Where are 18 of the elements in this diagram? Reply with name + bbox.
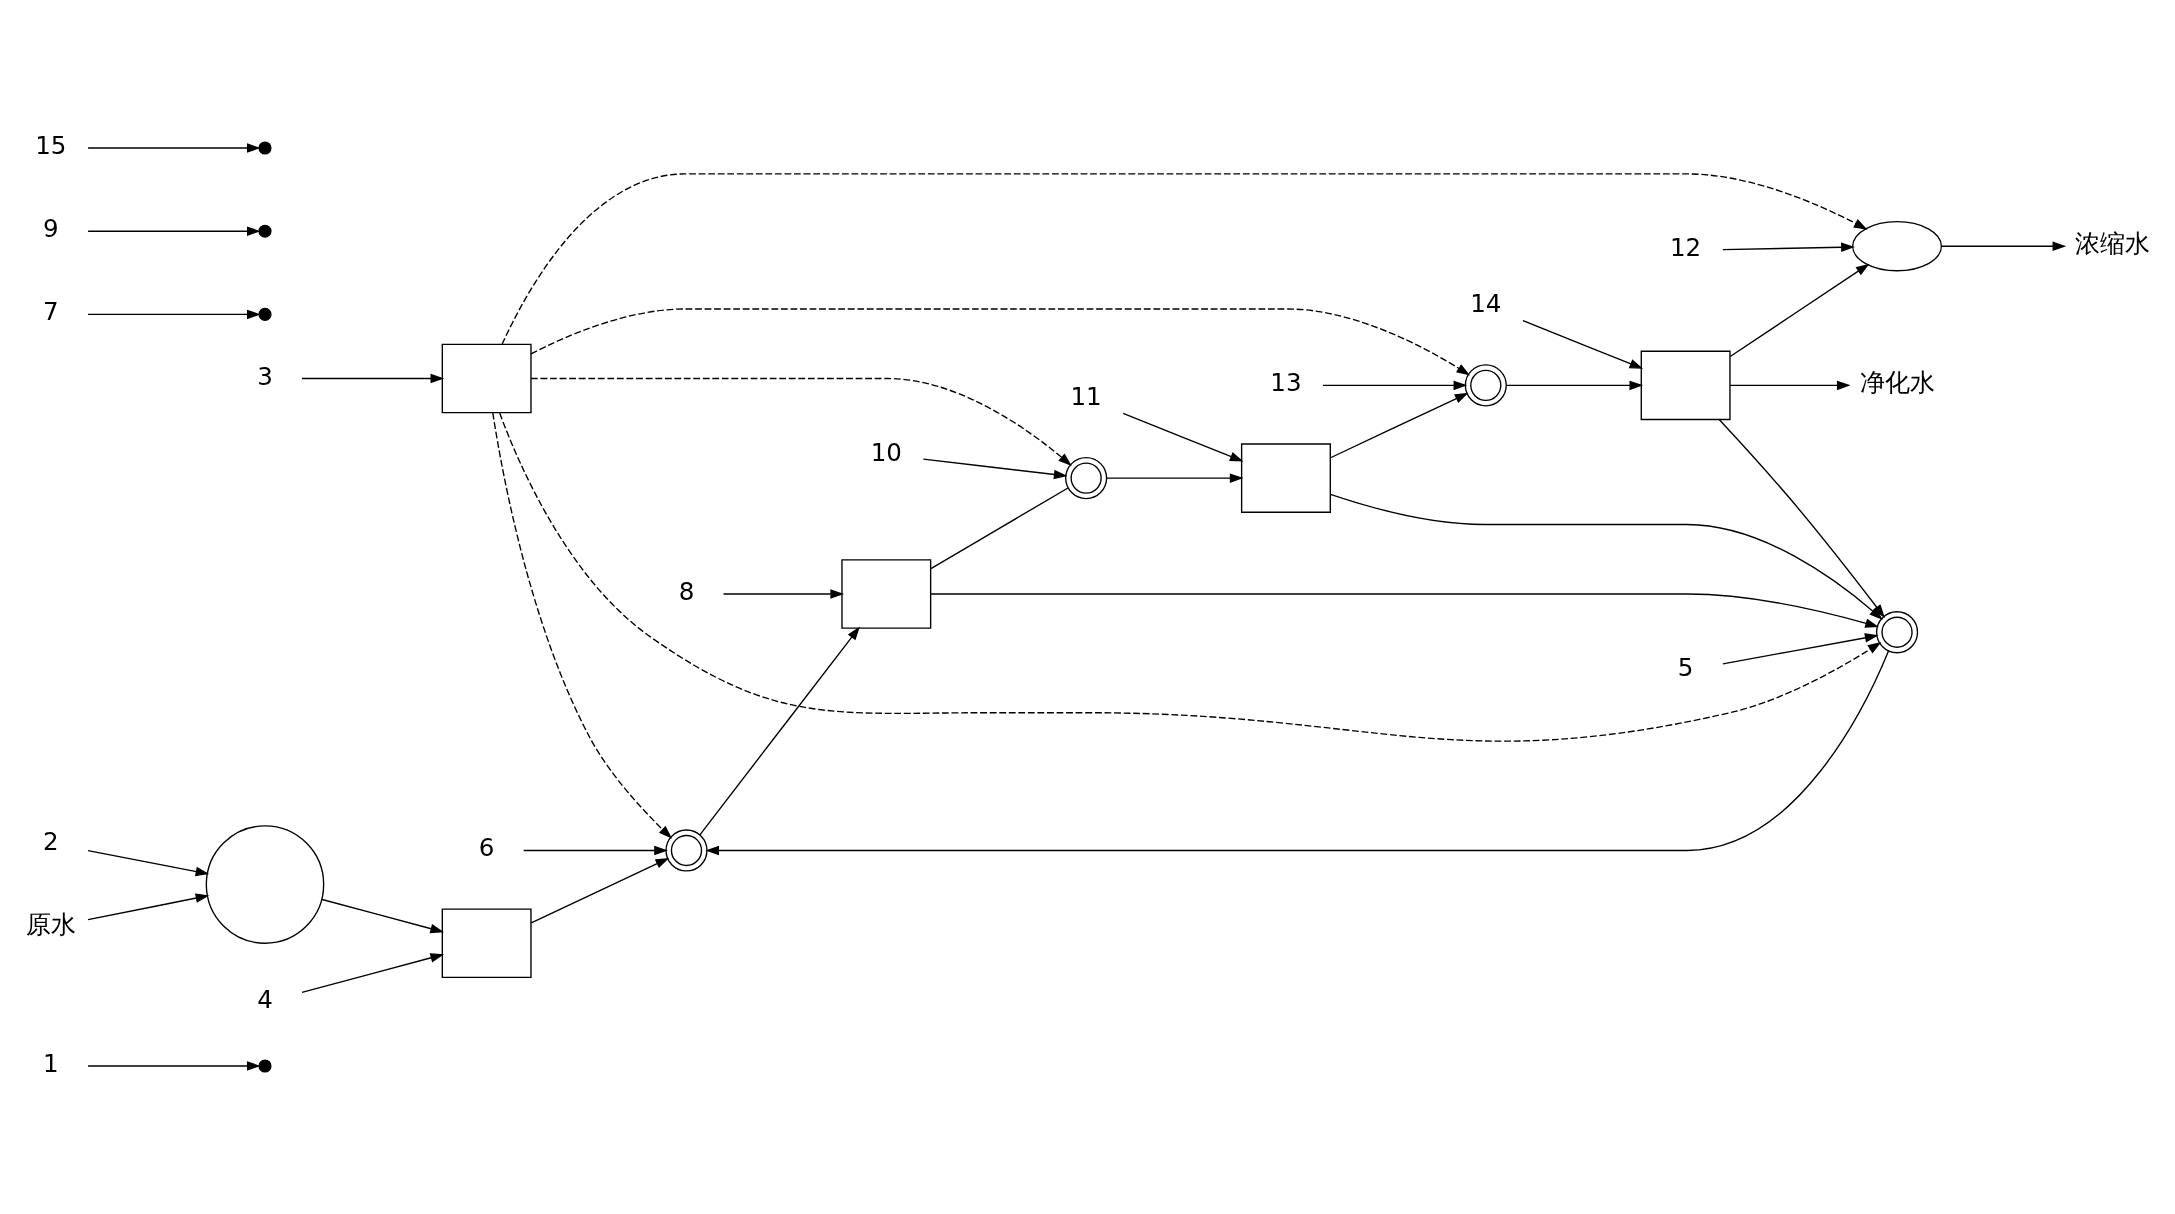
node-text: 12	[1670, 233, 1702, 263]
node-text: 11	[1070, 381, 1102, 411]
node-text: 1	[43, 1048, 59, 1078]
node-text: 2	[43, 826, 59, 856]
node-text: 9	[43, 214, 59, 244]
node-text: 净化水	[1859, 368, 1935, 398]
node-text: 6	[478, 833, 495, 863]
node-text: 10	[870, 437, 902, 467]
node-text: 15	[35, 131, 67, 161]
node-text: 8	[678, 577, 695, 607]
node-text: 13	[1270, 368, 1302, 398]
node-text: 原水	[25, 909, 76, 939]
node-text: 4	[257, 984, 273, 1014]
node-text: 5	[1677, 653, 1694, 683]
node-text: 14	[1470, 289, 1502, 319]
node-text: 浓缩水	[2075, 229, 2151, 259]
node-text: 3	[257, 361, 273, 391]
node-text: 7	[43, 297, 59, 327]
